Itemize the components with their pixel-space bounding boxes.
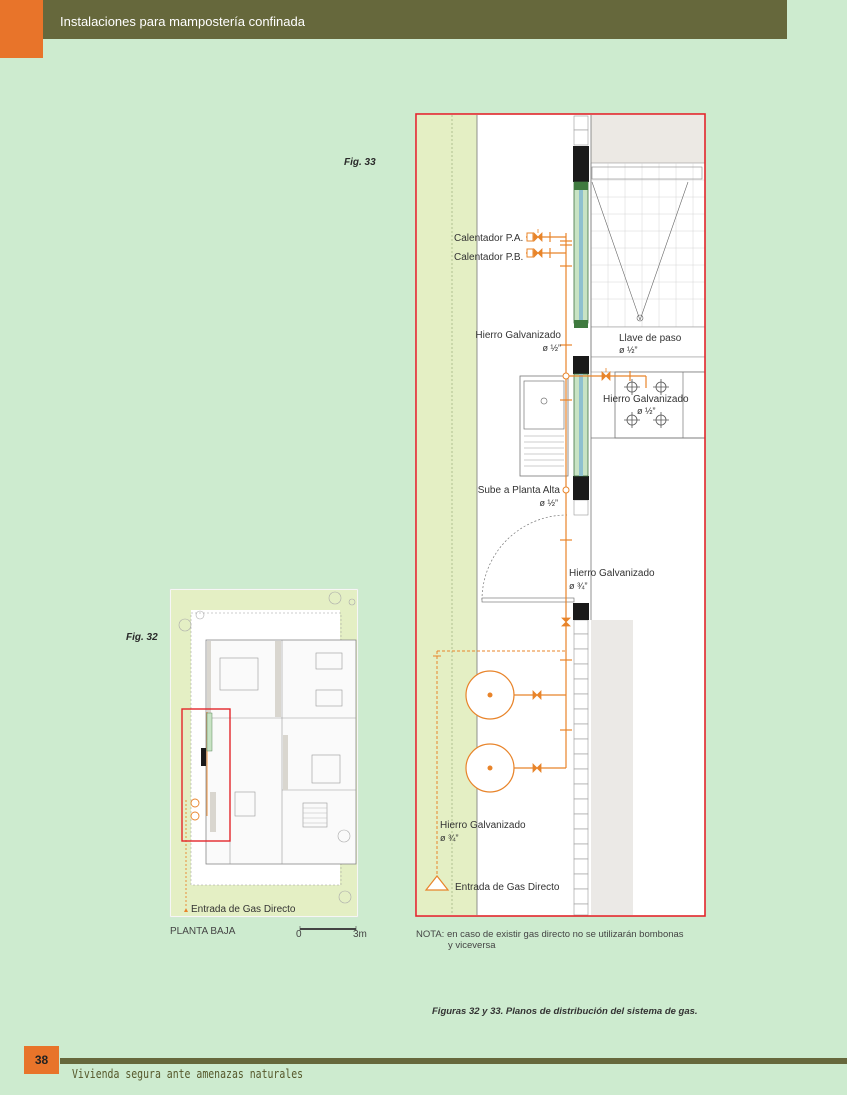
footer-bar	[60, 1058, 847, 1064]
planta-baja-label: PLANTA BAJA	[170, 926, 236, 937]
figure-caption: Figuras 32 y 33. Planos de distribución …	[432, 1006, 698, 1017]
label-hierro-1-dim: ø ½”	[542, 343, 561, 353]
header-title: Instalaciones para mampostería confinada	[60, 14, 305, 29]
label-llave-paso: Llave de paso	[619, 333, 682, 344]
label-hierro-2: Hierro Galvanizado	[603, 394, 689, 405]
label-calentador-pa: Calentador P.A.	[454, 233, 523, 244]
label-hierro-3-dim: ø ¾”	[569, 581, 588, 591]
label-hierro-4: Hierro Galvanizado	[440, 820, 526, 831]
fig33-frame	[415, 113, 706, 917]
scale-bar	[300, 928, 356, 930]
label-entrada-gas: Entrada de Gas Directo	[455, 882, 560, 893]
note-line-1: NOTA: en caso de existir gas directo no …	[416, 929, 684, 940]
fig33-garden-strip	[417, 115, 477, 915]
note-line-2: y viceversa	[448, 940, 496, 951]
fig32-entrada: Entrada de Gas Directo	[191, 904, 296, 915]
label-sube-dim: ø ½”	[539, 498, 558, 508]
fig32-label: Fig. 32	[126, 632, 158, 643]
label-llave-paso-dim: ø ½”	[619, 345, 638, 355]
fig32-zoom-box	[181, 708, 231, 842]
label-hierro-3: Hierro Galvanizado	[569, 568, 655, 579]
label-hierro-4-dim: ø ¾”	[440, 833, 459, 843]
label-hierro-2-dim: ø ½”	[637, 406, 656, 416]
scale-end: 3m	[353, 929, 367, 940]
header-bar	[43, 0, 787, 39]
label-sube: Sube a Planta Alta	[478, 485, 561, 496]
scale-start: 0	[296, 929, 302, 940]
footer-book-title: Vivienda segura ante amenazas naturales	[72, 1067, 304, 1081]
page-number: 38	[24, 1046, 59, 1074]
header-accent	[0, 0, 43, 58]
fig33-label: Fig. 33	[344, 157, 376, 168]
label-calentador-pb: Calentador P.B.	[454, 252, 523, 263]
label-hierro-1: Hierro Galvanizado	[475, 330, 561, 341]
note: NOTA: en caso de existir gas directo no …	[416, 929, 684, 951]
